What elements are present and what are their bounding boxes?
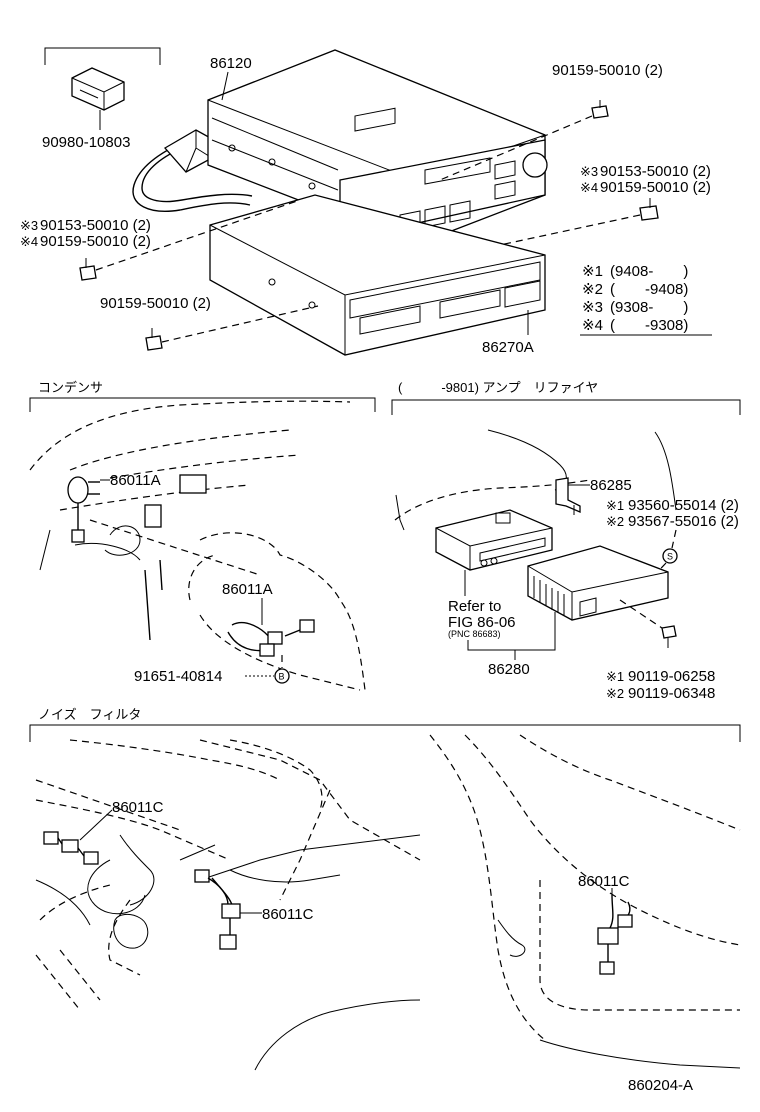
legend: ※1 (9408- ) ※2 ( -9408) ※3 (9308- ) ※4 (… [580,263,712,336]
figure-id: 860204-A [628,1077,693,1094]
condenser-part-a-label: 86011A [110,472,161,489]
amp-screw-mark-1: ※1 [606,669,624,684]
screw-right-2-label: 90159-50010 (2) [600,179,711,196]
bolt-2-label: 93567-55016 (2) [628,513,739,530]
screw-icon [661,625,677,648]
dashed-leader [439,115,593,181]
legend-text-1: (9408- ) [610,263,688,280]
dashed-leader [649,562,667,581]
dashed-leader [619,599,663,629]
mark-3-left: ※3 [20,218,38,233]
amp-mark-2: ※2 [606,514,624,529]
cd-unit [209,194,546,356]
mark-3-right: ※3 [580,164,598,179]
legend-mark-2: ※2 [582,281,603,298]
screw-top-right-label: 90159-50010 (2) [552,62,663,79]
filter-bracket [29,724,741,742]
plug-bracket [44,47,161,65]
filter-heading: ノイズ フィルタ [38,707,141,722]
amplifier-bracket [391,399,741,415]
dashed-leader [161,305,319,343]
filter-part-3-label: 86011C [578,873,630,890]
circle-s-icon [662,548,678,564]
screw-left-2-label: 90159-50010 (2) [40,233,151,250]
amp-screw-mark-2: ※2 [606,686,624,701]
legend-text-3: (9308- ) [610,299,688,316]
filter-part-1-label: 86011C [112,799,164,816]
refer-line-3: (PNC 86683) [448,629,501,639]
filter-part-2-label: 86011C [262,906,314,923]
amplifier-bracket-icon [555,477,581,515]
legend-mark-1: ※1 [582,263,603,280]
screw-icon [145,328,163,351]
legend-mark-4: ※4 [582,317,603,334]
filter-icon [194,869,241,950]
screw-icon [79,258,97,281]
legend-text-4: ( -9308) [610,317,688,334]
screw-2-label: 90119-06348 [628,685,715,702]
leader [221,71,229,101]
screw-icon [591,100,609,119]
condenser-bracket [29,397,376,412]
mark-4-left: ※4 [20,234,38,249]
circle-b-icon [274,668,290,684]
amp-part-label: 86280 [488,661,530,678]
refer-line-1: Refer to [448,598,501,615]
screw-bottom-label: 90159-50010 (2) [100,295,211,312]
filter-scene-right [429,734,741,1069]
dashed-leader [671,529,677,549]
bracket-part-label: 86285 [590,477,632,494]
screw-icon [639,198,659,221]
filter-icon [597,894,633,975]
condenser-scene [29,400,366,691]
mark-4-right: ※4 [580,180,598,195]
screw-1-label: 90119-06258 [628,668,715,685]
plug-part-label: 90980-10803 [42,134,130,151]
screw-right-1-label: 90153-50010 (2) [600,163,711,180]
condenser-part-c-label: 91651-40814 [134,668,222,685]
amp-circle: S [667,552,673,562]
amplifier-unit [527,545,669,621]
filter-scene-left [35,739,421,1071]
filter-icon [43,831,99,865]
condenser-part-b-label: 86011A [222,581,273,598]
condenser-circle: B [279,672,285,682]
legend-mark-3: ※3 [582,299,603,316]
screw-left-1-label: 90153-50010 (2) [40,217,151,234]
antenna-cable-icon [132,129,253,212]
radio-part-label: 86120 [210,55,252,72]
condenser-icon [67,476,100,543]
reference-unit [435,509,553,571]
amplifier-heading: ( -9801) アンプ リファイヤ [398,380,598,395]
legend-text-2: ( -9408) [610,281,688,298]
condenser-heading: コンデンサ [38,380,103,395]
dashed-leader [499,214,641,246]
bolt-1-label: 93560-55014 (2) [628,497,739,514]
amp-group-bracket [467,612,556,651]
refer-line-2: FIG 86-06 [448,614,516,631]
amp-mark-1: ※1 [606,498,624,513]
condenser-icon [227,619,315,657]
plug-connector-icon [71,67,125,111]
cd-part-label: 86270A [482,339,534,356]
leader [79,809,113,841]
